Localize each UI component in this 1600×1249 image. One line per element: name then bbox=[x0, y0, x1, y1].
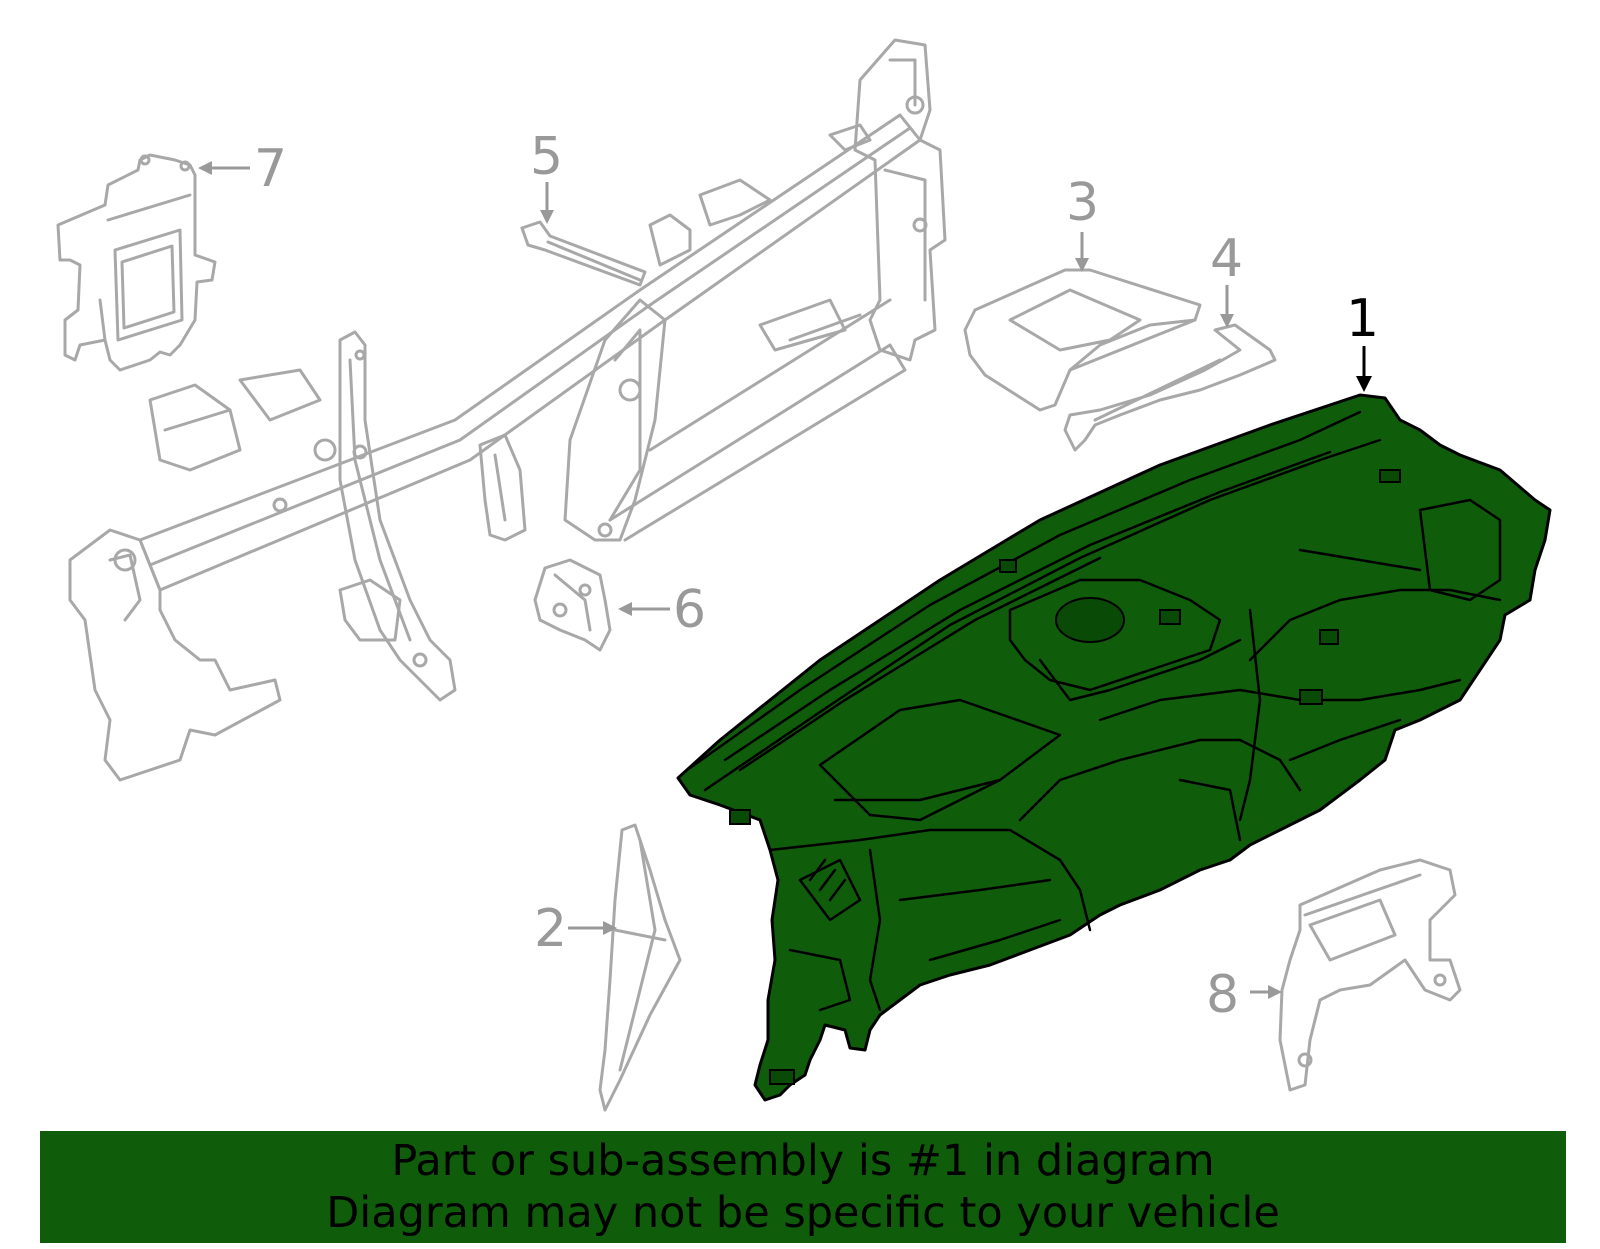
callout-1: 1 bbox=[1346, 289, 1379, 349]
banner-line-2: Diagram may not be specific to your vehi… bbox=[326, 1188, 1280, 1238]
banner-line-1: Part or sub-assembly is #1 in diagram bbox=[391, 1136, 1215, 1186]
callout-8: 8 bbox=[1206, 965, 1239, 1025]
callout-5: 5 bbox=[530, 127, 563, 187]
part-3-cover[interactable] bbox=[963, 268, 1202, 412]
callout-7: 7 bbox=[254, 139, 287, 199]
part-8-bracket[interactable] bbox=[1278, 858, 1462, 1092]
callout-3: 3 bbox=[1066, 173, 1099, 233]
callout-2: 2 bbox=[534, 899, 567, 959]
part-2-side-cover[interactable] bbox=[598, 823, 682, 1112]
part-1-instrument-panel[interactable] bbox=[676, 393, 1552, 1102]
callout-4: 4 bbox=[1210, 229, 1243, 289]
part-5-brace[interactable] bbox=[520, 220, 647, 287]
cross-car-beam-frame[interactable] bbox=[68, 38, 947, 782]
part-4-trim[interactable] bbox=[1063, 323, 1277, 452]
info-banner: Part or sub-assembly is #1 in diagram Di… bbox=[40, 1131, 1566, 1243]
part-7-bracket[interactable] bbox=[56, 153, 217, 372]
callout-arrows bbox=[198, 161, 1372, 999]
part-6-bracket[interactable] bbox=[533, 558, 612, 652]
callout-6: 6 bbox=[673, 580, 706, 640]
